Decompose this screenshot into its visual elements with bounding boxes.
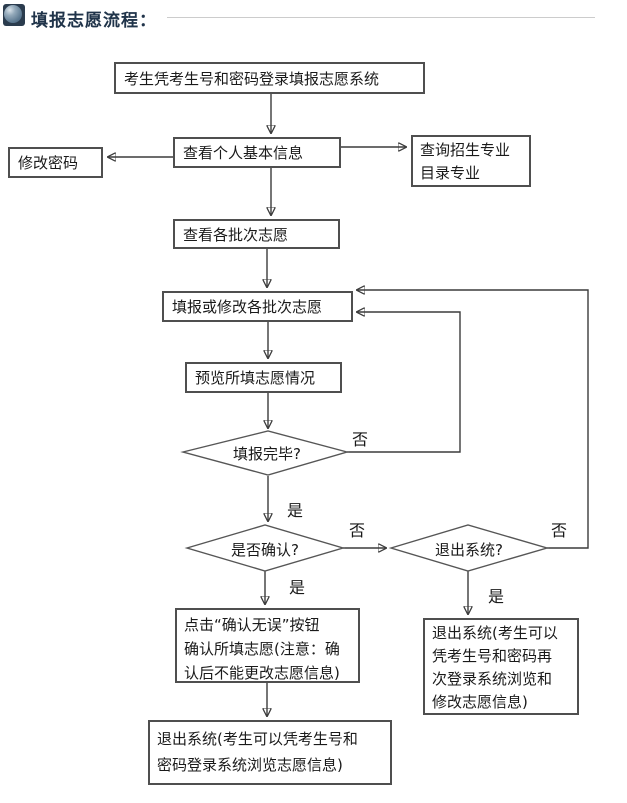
node-label: 考生凭考生号和密码登录填报志愿系统 [124,69,380,88]
node-change-password: 修改密码 [8,147,103,178]
node-label-line: 确认所填志愿(注意：确 [184,640,340,658]
edge-label-exit-yes: 是 [488,587,505,606]
decision-confirm-label: 是否确认? [231,541,299,559]
node-label-line: 点击“确认无误”按钮 [184,616,320,634]
node-label-line: 密码登录系统浏览志愿信息) [157,756,343,774]
node-label-line: 次登录系统浏览和 [432,670,553,688]
edge-label-confirm-yes: 是 [289,578,306,597]
edge-label-finished-no: 否 [352,430,369,449]
edge-label-confirm-no: 否 [349,521,366,540]
node-label: 填报或修改各批次志愿 [172,298,323,316]
edge-label-exit-no: 否 [551,521,568,540]
node-label-line: 凭考生号和密码再 [432,647,553,665]
node-label-line: 退出系统(考生可以凭考生号和 [157,730,358,748]
node-login: 考生凭考生号和密码登录填报志愿系统 [114,62,425,94]
edge-finished-no-loop [347,312,461,453]
node-fill-or-modify-choices: 填报或修改各批次志愿 [162,291,353,322]
node-label: 修改密码 [18,154,79,172]
node-click-confirm-button: 点击“确认无误”按钮 确认所填志愿(注意：确 认后不能更改志愿信息) [175,608,360,683]
node-label-line: 查询招生专业 [420,141,511,159]
decision-finished-shape [180,430,350,476]
edge-exit-no-loop [357,290,589,549]
sphere-glyph [4,5,22,23]
section-bullet-icon [3,4,25,26]
node-label-line: 退出系统(考生可以 [432,624,558,642]
node-label: 预览所填志愿情况 [195,369,316,387]
decision-confirm-shape [184,524,346,572]
node-label-line: 认后不能更改志愿信息) [184,664,340,682]
node-view-batch-choices: 查看各批次志愿 [173,219,340,249]
node-label-line: 目录专业 [420,164,481,182]
node-exit-system-browse: 退出系统(考生可以 凭考生号和密码再 次登录系统浏览和 修改志愿信息) [423,618,579,715]
node-label: 查看个人基本信息 [183,144,304,162]
node-label: 查看各批次志愿 [183,225,289,244]
decision-exit-label: 退出系统? [435,541,503,559]
page-title: 填报志愿流程： [31,11,157,31]
header-divider [167,17,595,18]
node-preview-choices: 预览所填志愿情况 [185,362,342,393]
decision-exit-shape [388,524,550,572]
node-exit-system-final: 退出系统(考生可以凭考生号和 密码登录系统浏览志愿信息) [148,720,392,785]
edge-label-finished-yes: 是 [287,501,304,520]
node-query-major-catalog: 查询招生专业 目录专业 [411,135,531,187]
node-view-personal-info: 查看个人基本信息 [173,137,341,168]
node-label-line: 修改志愿信息) [432,693,528,711]
decision-finished-label: 填报完毕? [233,445,301,463]
